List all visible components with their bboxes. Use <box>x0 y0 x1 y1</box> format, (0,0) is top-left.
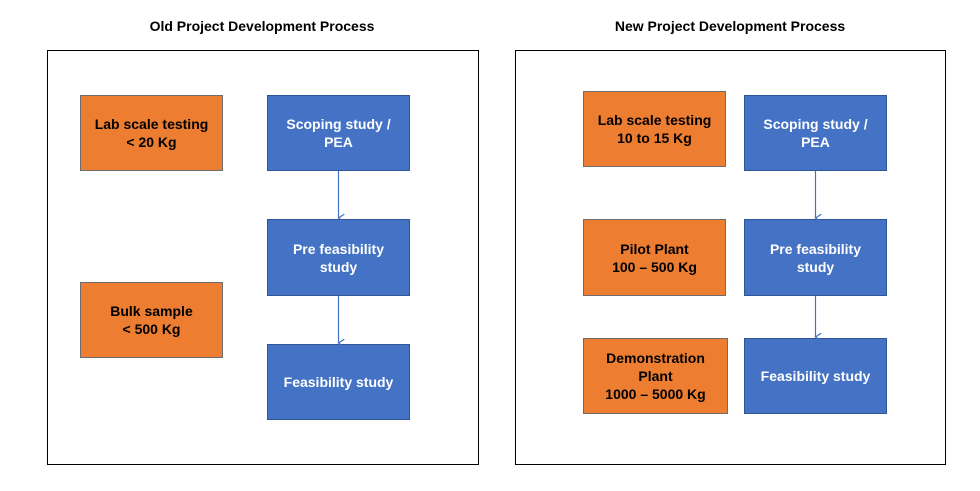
new-pre-feasibility-label: Pre feasibility study <box>769 240 862 275</box>
old-feasibility-label: Feasibility study <box>283 374 394 390</box>
old-scoping-study-box: Scoping study / PEA <box>267 95 410 171</box>
new-pilot-plant-label: Pilot Plant 100 – 500 Kg <box>612 240 697 275</box>
old-feasibility-box: Feasibility study <box>267 344 410 420</box>
new-scoping-study-box: Scoping study / PEA <box>744 95 887 171</box>
old-scoping-study-label: Scoping study / PEA <box>286 116 391 150</box>
new-scoping-study-label: Scoping study / PEA <box>763 116 868 150</box>
new-lab-scale-testing-box: Lab scale testing 10 to 15 Kg <box>583 91 726 167</box>
new-process-title: New Project Development Process <box>614 18 846 34</box>
old-lab-scale-testing-label: Lab scale testing < 20 Kg <box>94 116 209 150</box>
new-demonstration-plant-label: Demonstration Plant 1000 – 5000 Kg <box>605 350 706 402</box>
new-lab-scale-testing-label: Lab scale testing 10 to 15 Kg <box>597 112 712 146</box>
old-bulk-sample-label: Bulk sample < 500 Kg <box>110 303 193 337</box>
new-feasibility-label: Feasibility study <box>760 368 871 384</box>
new-pre-feasibility-box: Pre feasibility study <box>744 219 887 296</box>
new-demonstration-plant-box: Demonstration Plant 1000 – 5000 Kg <box>583 338 728 414</box>
new-feasibility-box: Feasibility study <box>744 338 887 414</box>
old-lab-scale-testing-box: Lab scale testing < 20 Kg <box>80 95 223 171</box>
old-process-title: Old Project Development Process <box>149 18 375 34</box>
old-pre-feasibility-label: Pre feasibility study <box>292 240 385 275</box>
old-bulk-sample-box: Bulk sample < 500 Kg <box>80 282 223 358</box>
new-pilot-plant-box: Pilot Plant 100 – 500 Kg <box>583 219 726 296</box>
old-pre-feasibility-box: Pre feasibility study <box>267 219 410 296</box>
